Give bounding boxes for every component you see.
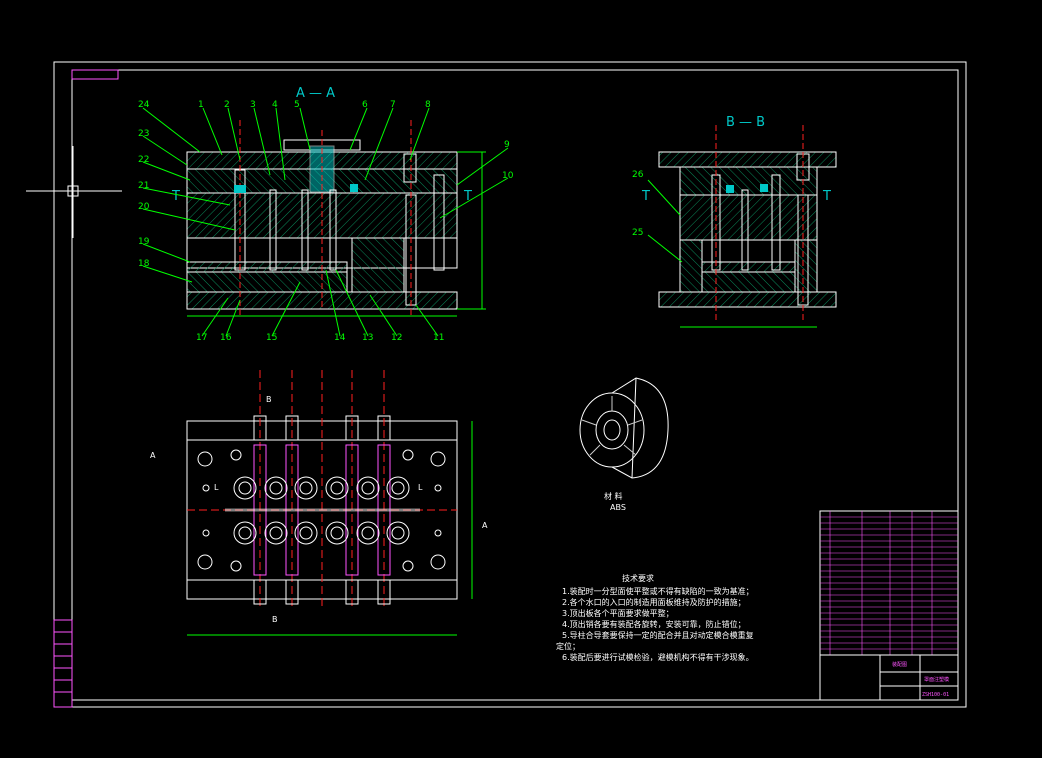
part-label-1: 1 <box>198 100 204 110</box>
part-label-2: 2 <box>224 100 230 110</box>
t-mark-right: T <box>463 189 472 204</box>
section-bb-view[interactable]: B — B T T 26 25 <box>632 115 837 328</box>
view-mark-b-bottom: B <box>272 615 278 624</box>
crosshair-cursor-icon <box>26 146 122 238</box>
part-label-21: 21 <box>138 181 149 191</box>
view-mark-a-right: A <box>482 521 488 530</box>
tech-line-2: 2.各个水口的入口的制造用面板维持及防护的措施； <box>562 597 746 607</box>
part-label-26: 26 <box>632 170 644 180</box>
part-label-18: 18 <box>138 259 150 269</box>
t-mark-left: T <box>171 189 180 204</box>
part-label-13: 13 <box>362 333 373 343</box>
title-block[interactable]: 装配图 罩面注塑模 ZSH100-01 <box>819 510 959 701</box>
part-label-20: 20 <box>138 202 150 212</box>
part-label-11: 11 <box>433 333 444 343</box>
tech-line-3: 3.顶出板各个平面要求做平整； <box>562 608 674 618</box>
view-mark-a-left: A <box>150 451 156 460</box>
titleblock-title: 装配图 <box>892 661 907 668</box>
titleblock-name: 罩面注塑模 <box>924 676 949 683</box>
t-mark-bb-left: T <box>641 189 650 204</box>
tech-line-7: 6.装配后要进行试模检验，避模机构不得有干涉现象。 <box>562 652 754 662</box>
part-label-7: 7 <box>390 100 396 110</box>
part-label-17: 17 <box>196 333 207 343</box>
titleblock-drawing-no: ZSH100-01 <box>922 692 949 698</box>
part-label-19: 19 <box>138 237 150 247</box>
plan-view[interactable]: A A B B L L <box>150 370 488 636</box>
part-label-14: 14 <box>334 333 346 343</box>
part-label-9: 9 <box>504 140 510 150</box>
part-label-16: 16 <box>220 333 232 343</box>
material-label: 材 料 <box>604 491 623 501</box>
tech-title: 技术要求 <box>622 573 654 583</box>
part-label-25: 25 <box>632 228 643 238</box>
part-label-24: 24 <box>138 100 150 110</box>
tech-line-6: 定位； <box>556 641 580 651</box>
section-aa-view[interactable]: A — A <box>138 86 514 343</box>
product-isometric-view <box>579 377 669 479</box>
tech-line-4: 4.顶出销各要有装配各旋转，安装可靠，防止错位； <box>562 619 746 629</box>
view-mark-l-right: L <box>418 483 423 492</box>
section-bb-title: B — B <box>726 115 765 130</box>
view-mark-l-left: L <box>214 483 219 492</box>
part-label-12: 12 <box>391 333 402 343</box>
view-mark-b-top: B <box>266 395 272 404</box>
material-value: ABS <box>610 503 626 512</box>
part-label-4: 4 <box>272 100 278 110</box>
part-label-15: 15 <box>266 333 277 343</box>
part-label-6: 6 <box>362 100 368 110</box>
part-label-10: 10 <box>502 171 514 181</box>
tech-line-1: 1.装配时一分型面使平整或不得有缺陷的一致为基准； <box>562 586 754 596</box>
side-strip-table <box>53 619 73 708</box>
section-aa-title: A — A <box>296 86 335 101</box>
part-label-23: 23 <box>138 129 149 139</box>
drawing-frame <box>53 61 967 708</box>
t-mark-bb-right: T <box>822 189 831 204</box>
part-label-22: 22 <box>138 155 149 165</box>
part-label-5: 5 <box>294 100 300 110</box>
cooling-fittings <box>253 415 391 605</box>
part-label-3: 3 <box>250 100 256 110</box>
tech-line-5: 5.导柱合导套要保持一定的配合并且对动定模合模重复 <box>562 630 754 640</box>
part-label-8: 8 <box>425 100 431 110</box>
tech-requirements: 技术要求 1.装配时一分型面使平整或不得有缺陷的一致为基准； 2.各个水口的入口… <box>556 573 754 662</box>
